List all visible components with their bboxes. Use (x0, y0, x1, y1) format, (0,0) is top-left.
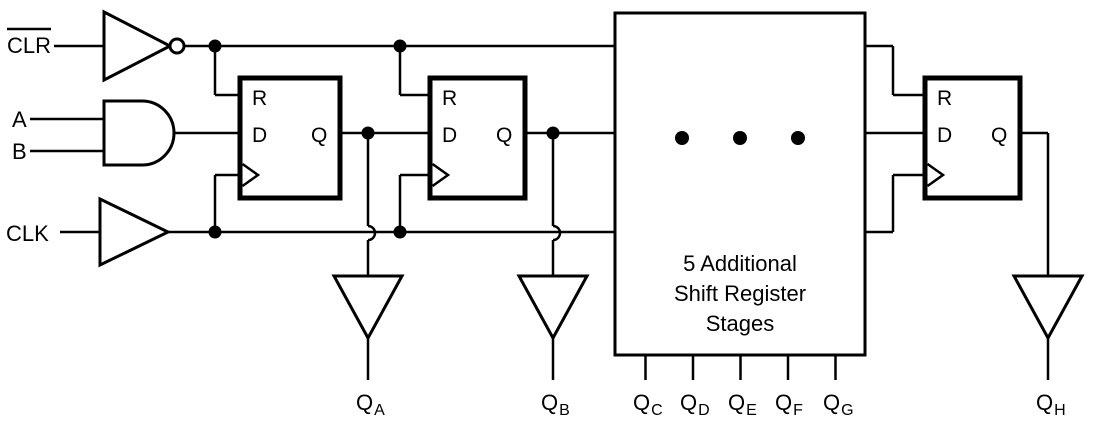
ff2-data-label: D (442, 124, 457, 147)
clr-input: CLR (7, 27, 104, 58)
ellipsis-dot (733, 131, 747, 145)
clock-chevron-icon (241, 162, 261, 188)
qb-output-label: QB (541, 390, 570, 419)
qh-output-buffer (1011, 274, 1085, 342)
stage-box-text-line3: Stages (706, 311, 775, 336)
flipflop-1: R D Q (237, 75, 343, 201)
flipflop-2: R D Q (427, 75, 528, 201)
ff1-data-label: D (252, 124, 267, 147)
ff1-output-label: Q (311, 124, 327, 147)
flipflop-3: R D Q (922, 75, 1023, 201)
stage-box-text-line1: 5 Additional (683, 251, 797, 276)
clk-label: CLK (6, 221, 49, 246)
a-label: A (12, 107, 27, 132)
ff2-reset-label: R (442, 87, 457, 110)
qh-output-label: QH (1036, 390, 1066, 419)
qc-output-label: QC (633, 390, 663, 419)
clk-buffer-gate (98, 196, 172, 268)
and-gate (102, 99, 176, 167)
clock-chevron-icon (926, 162, 946, 188)
qa-output-buffer (331, 274, 405, 342)
qa-output-label: QA (356, 390, 385, 419)
clk-net: CLK (6, 173, 927, 268)
flipflop-body (237, 75, 343, 201)
q1-net (340, 126, 430, 276)
clr-label: CLR (7, 33, 51, 58)
q2-net (525, 126, 617, 276)
stage-box-outline (613, 11, 867, 357)
ab-inputs: A B (12, 107, 104, 164)
ff3-output-label: Q (991, 124, 1007, 147)
ellipsis-dot (675, 131, 689, 145)
stage-box-text-line2: Shift Register (674, 281, 806, 306)
qb-output-buffer (516, 274, 590, 342)
qf-output-label: QF (775, 390, 803, 419)
ff1-reset-label: R (252, 87, 267, 110)
qg-output-label: QG (823, 390, 854, 419)
ff2-output-label: Q (496, 124, 512, 147)
qh-net (1020, 131, 1050, 276)
qd-output-label: QD (680, 390, 710, 419)
inverter-gate (102, 9, 186, 83)
inverter-bubble (168, 37, 186, 55)
qe-output-label: QE (728, 390, 757, 419)
clock-chevron-icon (431, 162, 451, 188)
ff3-reset-label: R (937, 87, 952, 110)
ellipsis-dot (791, 131, 805, 145)
inverter-triangle (102, 9, 174, 83)
ff3-data-label: D (937, 124, 952, 147)
clr-net (184, 39, 927, 97)
stage-box: 5 Additional Shift Register Stages (613, 11, 867, 380)
b-label: B (12, 139, 27, 164)
